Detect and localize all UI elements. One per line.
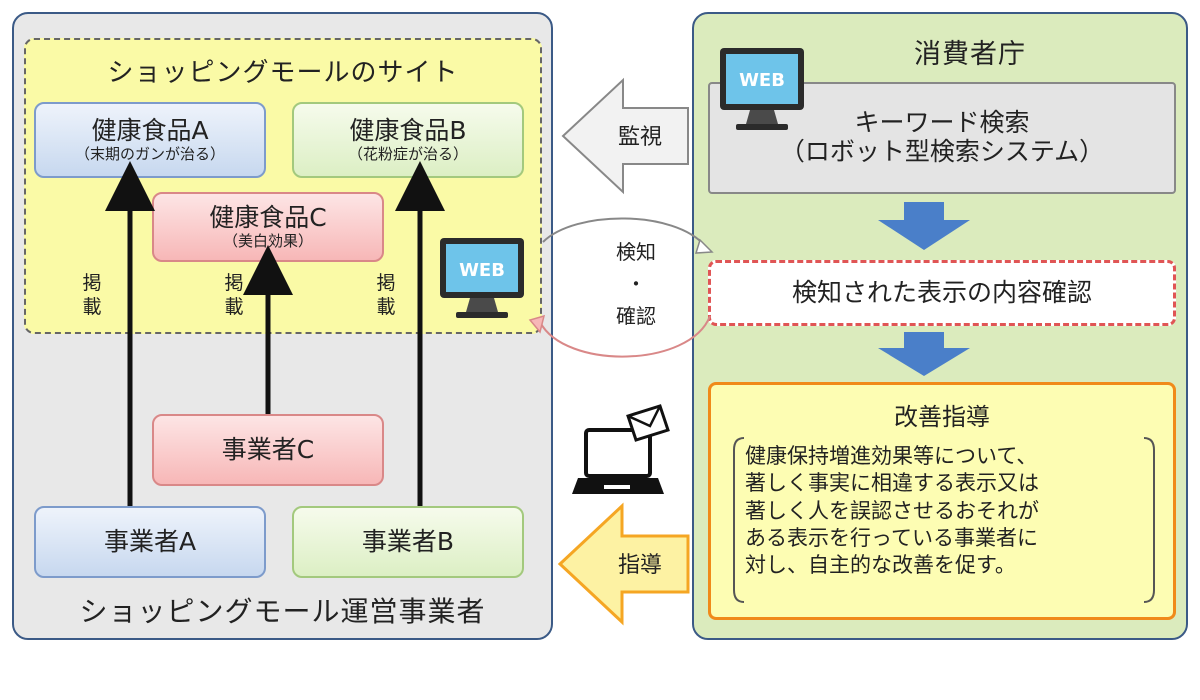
guidance-bracket-left: [733, 437, 745, 603]
business-b-box: 事業者B: [292, 506, 524, 578]
keyword-search-title: キーワード検索: [854, 108, 1030, 138]
operator-title: ショッピングモール運営事業者: [79, 595, 486, 628]
posting-label-b: 掲載: [376, 272, 396, 318]
content-confirm-box: 検知された表示の内容確認: [708, 260, 1176, 326]
product-b-name: 健康食品B: [349, 116, 467, 145]
web-monitor-icon-site: WEB: [440, 238, 524, 318]
site-title: ショッピングモールのサイト: [107, 58, 459, 88]
guidance-box: 改善指導 健康保持増進効果等について、 著しく事実に相違する表示又は 著しく人を…: [708, 382, 1176, 620]
product-c-name: 健康食品C: [209, 203, 327, 232]
detect-confirm-arrows: [528, 217, 714, 358]
guide-label: 指導: [617, 553, 662, 578]
guide-arrow: [557, 502, 690, 626]
guidance-text: 健康保持増進効果等について、 著しく事実に相違する表示又は 著しく人を誤認させる…: [745, 444, 1039, 578]
product-b-claim: （花粉症が治る）: [347, 144, 468, 163]
business-c-name: 事業者C: [221, 434, 315, 464]
keyword-search-subtitle: （ロボット型検索システム）: [779, 137, 1105, 166]
guidance-title: 改善指導: [894, 403, 990, 431]
product-a-name: 健康食品A: [91, 116, 209, 145]
step-arrow-1: [878, 202, 970, 250]
business-b-name: 事業者B: [361, 526, 455, 556]
svg-text:WEB: WEB: [739, 70, 785, 91]
guidance-bracket-right: [1143, 437, 1155, 603]
agency-title: 消費者庁: [914, 39, 1026, 70]
svg-text:WEB: WEB: [459, 260, 505, 281]
detect-confirm-label: 検知 ・ 確認: [616, 240, 656, 328]
laptop-mail-icon: [572, 404, 670, 494]
posting-label-a: 掲載: [82, 272, 102, 318]
content-confirm-text: 検知された表示の内容確認: [791, 277, 1092, 307]
posting-label-c: 掲載: [224, 272, 244, 318]
step-arrow-2: [878, 332, 970, 376]
business-a-name: 事業者A: [103, 526, 197, 556]
product-a-claim: （末期のガンが治る）: [74, 144, 225, 163]
monitor-label: 監視: [617, 125, 662, 150]
monitor-arrow: [561, 77, 689, 195]
web-monitor-icon-agency: WEB: [720, 48, 804, 130]
business-a-box: 事業者A: [34, 506, 266, 578]
business-c-box: 事業者C: [152, 414, 384, 486]
